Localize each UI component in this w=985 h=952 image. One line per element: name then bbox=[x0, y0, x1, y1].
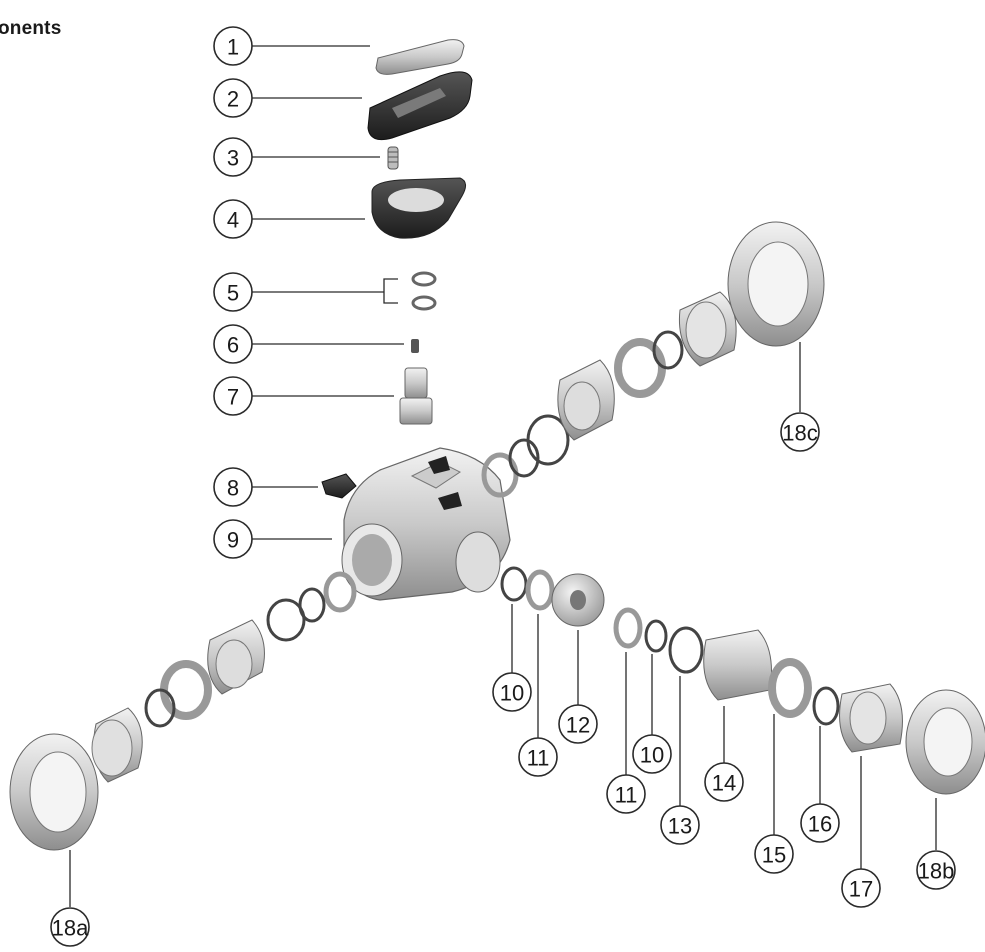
callout-label: 5 bbox=[227, 281, 239, 306]
part-union-nut-b bbox=[905, 689, 985, 795]
part-pin bbox=[411, 339, 419, 353]
callout-circle bbox=[213, 519, 253, 559]
callout-circle bbox=[213, 272, 253, 312]
callout-label: 8 bbox=[227, 476, 239, 501]
callout-10b: 10 bbox=[632, 734, 672, 774]
callout-label: 11 bbox=[527, 746, 550, 771]
callout-circle bbox=[780, 412, 820, 452]
callout-circle bbox=[800, 803, 840, 843]
callout-circle bbox=[213, 199, 253, 239]
callout-label: 2 bbox=[227, 87, 239, 112]
callout-18a: 18a bbox=[50, 907, 90, 947]
part-valve-body bbox=[341, 447, 511, 601]
part-lock-ring bbox=[371, 177, 466, 239]
callout-label: 18a bbox=[52, 916, 89, 941]
callout-label: 15 bbox=[762, 843, 786, 868]
callout-5: 5 bbox=[213, 272, 253, 312]
callout-circle bbox=[213, 376, 253, 416]
callout-circle bbox=[213, 78, 253, 118]
callout-label: 17 bbox=[849, 877, 873, 902]
callout-4: 4 bbox=[213, 199, 253, 239]
callout-11b: 11 bbox=[606, 774, 646, 814]
callout-circle bbox=[606, 774, 646, 814]
callout-circle bbox=[558, 704, 598, 744]
part-left-arm bbox=[91, 571, 357, 783]
callout-label: 10 bbox=[640, 743, 664, 768]
callout-label: 18c bbox=[782, 421, 817, 446]
part-union-nut-c bbox=[727, 221, 825, 347]
callout-label: 11 bbox=[615, 783, 638, 808]
part-lower-right-arm bbox=[500, 566, 903, 753]
callout-2: 2 bbox=[213, 78, 253, 118]
callout-label: 7 bbox=[227, 385, 239, 410]
callout-13: 13 bbox=[660, 805, 700, 845]
callout-circle bbox=[50, 907, 90, 947]
callout-1: 1 bbox=[213, 26, 253, 66]
callout-circle bbox=[518, 737, 558, 777]
part-handle bbox=[367, 71, 473, 141]
callout-label: 1 bbox=[227, 35, 239, 60]
callout-3: 3 bbox=[213, 137, 253, 177]
part-cap bbox=[375, 39, 465, 75]
callout-circle bbox=[660, 805, 700, 845]
callout-label: 10 bbox=[500, 681, 524, 706]
callout-circle bbox=[704, 762, 744, 802]
callout-circle bbox=[841, 868, 881, 908]
callout-15: 15 bbox=[754, 834, 794, 874]
callout-label: 14 bbox=[712, 771, 736, 796]
callout-17: 17 bbox=[841, 868, 881, 908]
callout-circle bbox=[213, 137, 253, 177]
callout-circle bbox=[213, 26, 253, 66]
callout-label: 6 bbox=[227, 333, 239, 358]
part-union-nut-a bbox=[9, 733, 99, 851]
callout-11a: 11 bbox=[518, 737, 558, 777]
section-heading: onents bbox=[0, 18, 62, 39]
part-spring bbox=[387, 146, 399, 170]
callout-12: 12 bbox=[558, 704, 598, 744]
callout-label: 9 bbox=[227, 528, 239, 553]
callout-10a: 10 bbox=[492, 672, 532, 712]
callout-18c: 18c bbox=[780, 412, 820, 452]
callout-circle bbox=[632, 734, 672, 774]
part-upper-right-arm bbox=[481, 291, 737, 498]
callout-6: 6 bbox=[213, 324, 253, 364]
callout-label: 16 bbox=[808, 812, 832, 837]
callout-label: 4 bbox=[227, 208, 239, 233]
callout-7: 7 bbox=[213, 376, 253, 416]
callout-16: 16 bbox=[800, 803, 840, 843]
part-stem-o-rings bbox=[411, 271, 437, 311]
callout-circle bbox=[754, 834, 794, 874]
callout-8: 8 bbox=[213, 467, 253, 507]
callout-label: 12 bbox=[566, 713, 590, 738]
callout-label: 3 bbox=[227, 146, 239, 171]
callout-circle bbox=[492, 672, 532, 712]
callout-circle bbox=[213, 324, 253, 364]
callout-14: 14 bbox=[704, 762, 744, 802]
callout-label: 18b bbox=[918, 859, 955, 884]
callout-circle bbox=[213, 467, 253, 507]
callout-circle bbox=[916, 850, 956, 890]
callout-18b: 18b bbox=[916, 850, 956, 890]
callout-9: 9 bbox=[213, 519, 253, 559]
callout-label: 13 bbox=[668, 814, 692, 839]
leader-lines bbox=[69, 45, 937, 907]
part-stem bbox=[399, 367, 433, 425]
part-clip bbox=[321, 473, 357, 499]
